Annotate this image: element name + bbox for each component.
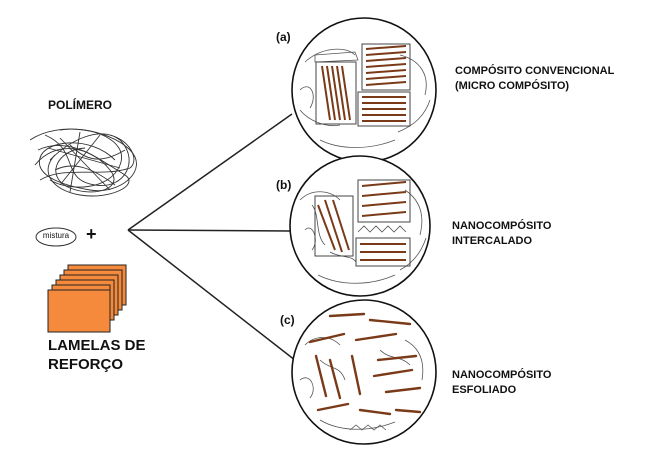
circle-a (291, 17, 437, 163)
polymer-label: POLÍMERO (48, 98, 113, 112)
connector-a (127, 113, 293, 231)
outcome-b-line1: NANOCOMPÓSITO (452, 220, 552, 232)
outcome-b-caption: NANOCOMPÓSITO INTERCALADO (452, 219, 551, 249)
outcome-c-line2: ESFOLIADO (452, 384, 517, 396)
reinforcement-label-line1: LAMELAS DE (48, 337, 146, 354)
outcome-c-caption: NANOCOMPÓSITO ESFOLIADO (452, 368, 551, 398)
connector-c (127, 229, 301, 365)
mix-label: mistura (42, 231, 70, 240)
outcome-c-tag: (c) (280, 313, 295, 327)
reinforcement-label-line2: REFORÇO (48, 356, 123, 373)
outcome-b-line2: INTERCALADO (452, 235, 533, 247)
outcome-c-line1: NANOCOMPÓSITO (452, 369, 552, 381)
circle-b (289, 155, 431, 297)
connector-lines (127, 113, 301, 365)
outcome-a-line2: (MICRO COMPÓSITO) (455, 80, 570, 92)
outcome-b-tag: (b) (276, 178, 292, 192)
connector-b (127, 229, 291, 232)
polymer-tangle (29, 128, 137, 197)
outcome-a-caption: COMPÓSITO CONVENCIONAL (MICRO COMPÓSITO) (455, 64, 614, 94)
circle-c (291, 299, 437, 445)
lamella-stack (47, 264, 127, 333)
mix-ellipse (35, 227, 77, 247)
plus-sign: + (86, 224, 97, 244)
outcome-a-tag: (a) (276, 30, 291, 44)
outcome-a-line1: COMPÓSITO CONVENCIONAL (455, 65, 615, 77)
